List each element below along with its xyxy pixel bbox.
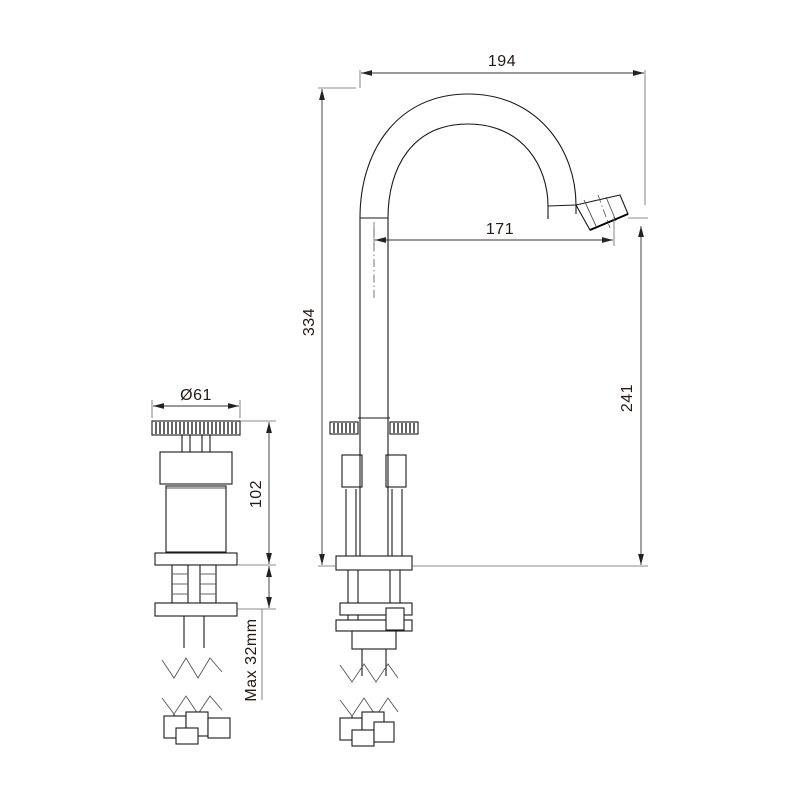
valve-shanks-detail xyxy=(171,564,217,604)
dimension-valve-diameter: Ø61 xyxy=(151,387,241,418)
dimension-label-diameter-61: Ø61 xyxy=(180,387,212,404)
valve-inlet-tail-detail xyxy=(183,616,205,648)
valve-bonnet-detail xyxy=(159,451,233,485)
valve-cartridge-detail-view xyxy=(151,420,241,745)
dimension-label-102: 102 xyxy=(248,480,265,508)
mounting-washer-plates xyxy=(335,602,413,650)
gooseneck-spout-arc xyxy=(359,93,577,219)
conventional-break-symbol xyxy=(339,663,399,683)
valve-lower-flange xyxy=(154,552,238,566)
dimension-overall-reach: 194 xyxy=(359,53,646,205)
knurled-handle-wheel-detail xyxy=(151,420,241,436)
hex-mounting-nuts xyxy=(339,697,399,747)
dimension-label-194: 194 xyxy=(488,53,516,70)
dimension-effective-reach: 171 xyxy=(373,216,615,246)
dimension-outlet-height: 241 xyxy=(412,217,648,567)
faucet-elevation-view xyxy=(329,93,629,747)
dimension-label-171: 171 xyxy=(486,221,514,238)
dimension-valve-height: 102 xyxy=(237,420,276,566)
knurled-handle-wheel xyxy=(329,421,419,435)
inlet-tail xyxy=(361,649,387,676)
valve-lower-stems xyxy=(342,486,406,556)
mounting-base-flange xyxy=(335,555,413,571)
spout-outlet-aerator xyxy=(547,194,629,231)
dimension-label-max-32mm: Max 32mm xyxy=(243,618,260,701)
valve-body-shoulders xyxy=(341,454,407,488)
dimension-label-241: 241 xyxy=(619,384,636,412)
central-body-lower xyxy=(359,418,389,556)
valve-mounting-plate-detail xyxy=(154,602,238,617)
dimension-overall-height: 334 xyxy=(301,87,356,567)
dimension-label-334: 334 xyxy=(301,308,318,336)
dimension-max-thickness: Max 32mm xyxy=(237,566,276,702)
hex-mounting-nuts-detail xyxy=(161,695,231,745)
valve-body-cylinder xyxy=(165,485,227,553)
conventional-break-symbol-detail xyxy=(161,657,223,679)
